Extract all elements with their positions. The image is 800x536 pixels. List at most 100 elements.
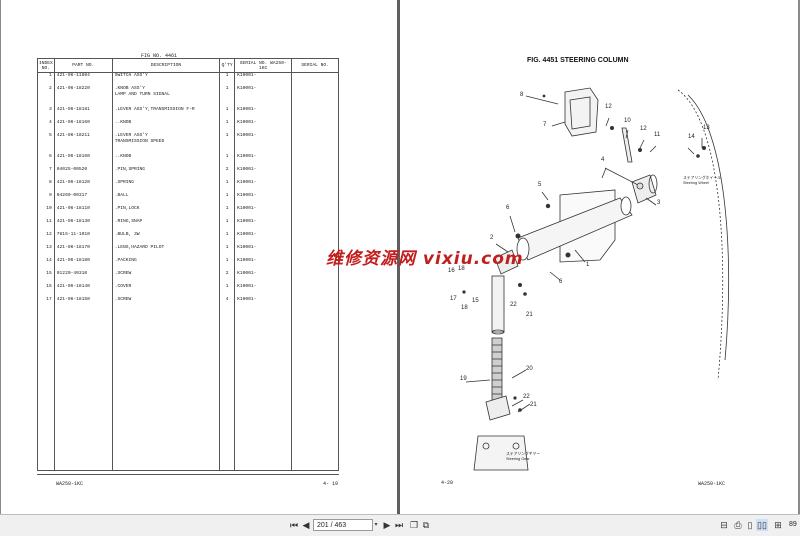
callout-number: 6 bbox=[559, 279, 563, 285]
index-cell: 17 bbox=[37, 297, 55, 310]
serial-cell: K10001- bbox=[234, 72, 293, 86]
fit-page-button[interactable]: ⊞ bbox=[772, 519, 784, 531]
previous-page-button[interactable]: ◀ bbox=[300, 519, 312, 531]
qty-cell: 1 bbox=[219, 258, 236, 271]
first-page-button[interactable]: ⏮ bbox=[288, 519, 300, 531]
right-footer-model: WA250-1KC bbox=[698, 481, 726, 487]
page-number-input[interactable]: 201 / 463 bbox=[313, 519, 373, 531]
zoom-out-button[interactable]: ⊟ bbox=[718, 519, 730, 531]
callout-number: 18 bbox=[458, 266, 465, 272]
part-no-cell: 421-06-18150 bbox=[53, 297, 113, 310]
qty-cell: 1 bbox=[219, 107, 236, 120]
callout-number: 16 bbox=[448, 268, 455, 274]
two-page-view-button[interactable]: ▯▯ bbox=[756, 519, 768, 531]
qty-cell: 2 bbox=[219, 271, 236, 284]
callout-number: 12 bbox=[605, 104, 612, 110]
parts-table-header: INDEX NO. PART NO. DESCRIPTION Q'TY SERI… bbox=[37, 58, 339, 73]
description-cell: .BULB, 3W bbox=[111, 232, 221, 245]
steering-wheel-label-en: Steering Wheel bbox=[683, 180, 709, 185]
description-cell: .LEVER ASS'Y TRANSMISSION SPEED bbox=[111, 133, 221, 154]
index-cell: 12 bbox=[37, 232, 55, 245]
description-cell: .PIN,SPRING bbox=[111, 167, 221, 180]
duplicate-view-button[interactable]: ⧉ bbox=[420, 519, 432, 531]
serial-2-cell bbox=[291, 258, 339, 271]
print-icon: ⎙ bbox=[734, 520, 742, 530]
table-filler-row bbox=[37, 310, 339, 471]
left-page: FIG NO. 4461 INDEX NO. PART NO. DESCRIPT… bbox=[1, 0, 397, 514]
serial-2-cell bbox=[291, 107, 339, 120]
zoom-level[interactable]: 89 bbox=[789, 521, 797, 528]
single-page-view-button[interactable]: ▯ bbox=[744, 519, 756, 531]
last-page-button[interactable]: ⏭ bbox=[393, 519, 405, 531]
part-no-cell: 421-06-18160 bbox=[53, 120, 113, 133]
callout-number: 10 bbox=[624, 118, 631, 124]
part-no-cell: 421-06-18181 bbox=[53, 107, 113, 120]
serial-2-cell bbox=[291, 86, 339, 107]
universal-joint-upper bbox=[494, 249, 519, 275]
lever bbox=[604, 167, 639, 186]
footer-rule bbox=[37, 474, 339, 475]
serial-2-cell bbox=[291, 120, 339, 133]
left-footer-model: WA250-1KC bbox=[56, 481, 84, 487]
qty-cell: 1 bbox=[219, 245, 236, 258]
empty-cell bbox=[234, 310, 293, 471]
callout-number: 20 bbox=[526, 366, 533, 372]
index-cell: 15 bbox=[37, 271, 55, 284]
pdf-toolbar: ⏮ ◀ 201 / 463 ▾ ▶ ⏭ ❐ ⧉ ⊟ ⎙ ▯ ▯▯ ⊞ 89 bbox=[0, 514, 800, 536]
part-no-cell: 7815-11-1010 bbox=[53, 232, 113, 245]
serial-2-cell bbox=[291, 72, 339, 86]
index-cell: 5 bbox=[37, 133, 55, 154]
index-cell: 1 bbox=[37, 72, 55, 86]
steering-gear-label-jp: ステアリングギヤー bbox=[506, 452, 541, 456]
empty-cell bbox=[219, 310, 236, 471]
index-cell: 8 bbox=[37, 180, 55, 193]
callout-number: 14 bbox=[688, 134, 695, 140]
callout-number: 4 bbox=[601, 157, 605, 163]
index-cell: 16 bbox=[37, 284, 55, 297]
dash-panel-outline bbox=[677, 89, 724, 381]
chevron-down-icon: ▾ bbox=[374, 522, 378, 528]
index-cell: 14 bbox=[37, 258, 55, 271]
serial-cell: K10001- bbox=[234, 180, 293, 193]
steering-column-diagram bbox=[462, 87, 730, 471]
serial-2-cell bbox=[291, 154, 339, 167]
callout-number: 13 bbox=[703, 125, 710, 131]
qty-cell: 4 bbox=[219, 297, 236, 310]
copy-icon: ❐ bbox=[409, 520, 419, 530]
index-cell: 6 bbox=[37, 154, 55, 167]
serial-2-cell bbox=[291, 206, 339, 219]
serial-cell: K10001- bbox=[234, 107, 293, 120]
serial-cell: K10001- bbox=[234, 258, 293, 271]
serial-cell: K10001- bbox=[234, 206, 293, 219]
fig-no: FIG NO. 4461 bbox=[141, 53, 177, 59]
minus-icon: ⊟ bbox=[720, 520, 728, 530]
serial-cell: K10001- bbox=[234, 167, 293, 180]
serial-cell: K10001- bbox=[234, 133, 293, 154]
index-cell: 2 bbox=[37, 86, 55, 107]
print-button[interactable]: ⎙ bbox=[732, 519, 744, 531]
qty-cell: 1 bbox=[219, 232, 236, 245]
part-no-cell: 04260-00317 bbox=[53, 193, 113, 206]
empty-cell bbox=[37, 310, 55, 471]
serial-cell: K10001- bbox=[234, 245, 293, 258]
fit-icon: ⊞ bbox=[774, 520, 782, 530]
skip-first-icon: ⏮ bbox=[289, 520, 299, 530]
next-page-button[interactable]: ▶ bbox=[381, 519, 393, 531]
right-footer-page: 4-20 bbox=[441, 480, 454, 486]
serial-2-cell bbox=[291, 284, 339, 297]
serial-2-cell bbox=[291, 133, 339, 154]
page-dropdown[interactable]: ▾ bbox=[372, 519, 380, 531]
copy-page-button[interactable]: ❐ bbox=[408, 519, 420, 531]
header-index: INDEX NO. bbox=[37, 58, 55, 73]
callout-number: 2 bbox=[490, 235, 494, 241]
serial-2-cell bbox=[291, 167, 339, 180]
callout-number: 11 bbox=[654, 132, 661, 138]
